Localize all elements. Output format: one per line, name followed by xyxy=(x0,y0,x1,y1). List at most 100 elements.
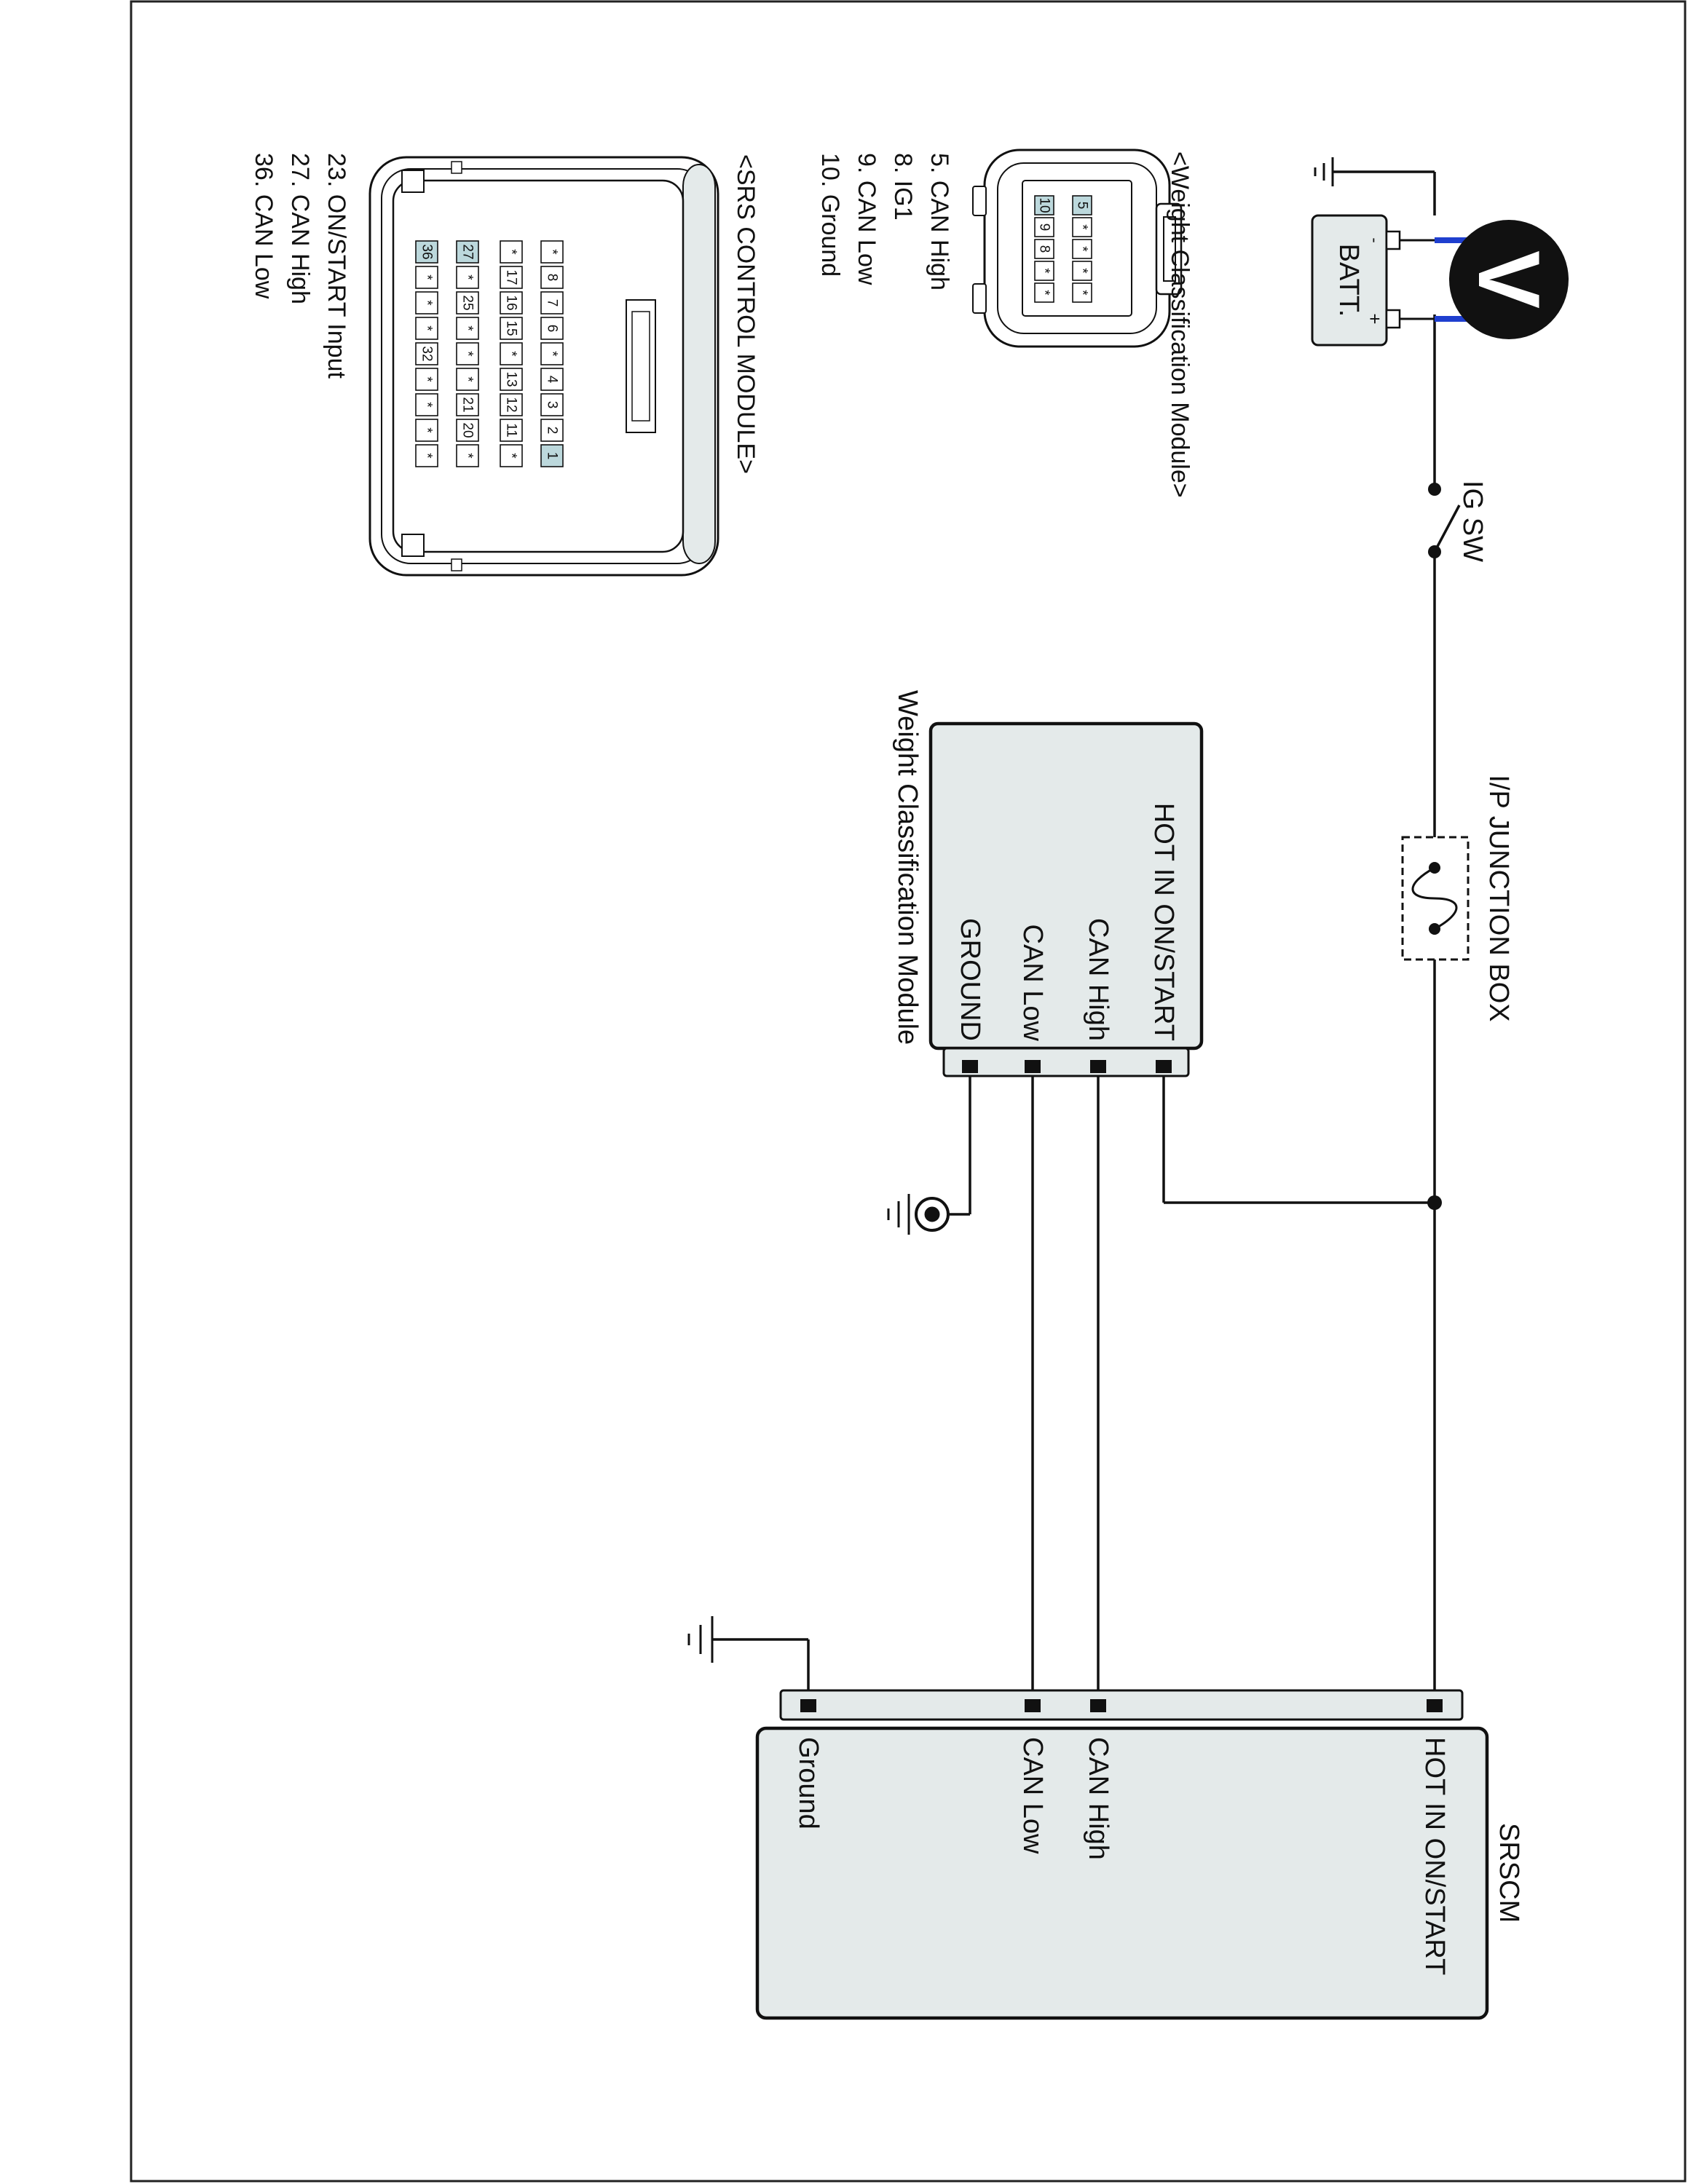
srscm-module: HOT IN ON/START CAN High CAN Low Ground … xyxy=(755,1689,1524,2020)
srs-pin-cell xyxy=(456,266,479,289)
wcm-pinout-10: 10. Ground xyxy=(816,153,844,277)
srs-pin-cell xyxy=(500,291,523,314)
ig-switch-icon: IG SW xyxy=(1428,480,1488,562)
wcm-pin: * xyxy=(1075,290,1090,296)
wcm-pinout-8: 8. IG1 xyxy=(889,153,917,221)
srs-pin: * xyxy=(504,249,519,255)
wcm-pin: * xyxy=(1075,224,1090,230)
srs-pin-cell xyxy=(540,342,564,365)
srs-pin: * xyxy=(460,351,476,357)
srs-pin: * xyxy=(504,351,519,357)
ig-switch-label: IG SW xyxy=(1457,480,1488,562)
srs-pin: * xyxy=(460,376,476,382)
srscm-pin-can-high-label: CAN High xyxy=(1083,1737,1113,1860)
wcm-pin: 10 xyxy=(1037,197,1052,213)
wcm-title: Weight Classification Module xyxy=(892,690,923,1045)
srs-pin-cell xyxy=(500,240,523,264)
srs-pin-cell xyxy=(456,444,479,467)
srs-pin: * xyxy=(419,376,435,382)
wcm-pin: * xyxy=(1037,290,1052,296)
wcm-pin-cell xyxy=(1034,195,1054,215)
srs-pin-cell xyxy=(500,419,523,442)
wcm-connector-grid-row1: 5**** xyxy=(1072,195,1092,303)
wcm-pin: 9 xyxy=(1037,223,1052,232)
battery: - + BATT. xyxy=(1311,214,1435,347)
srs-pin: 8 xyxy=(545,274,560,282)
srs-pin: * xyxy=(419,274,435,280)
srs-pin: * xyxy=(545,249,560,255)
srs-pin-cell xyxy=(500,444,523,467)
srs-pin-cell xyxy=(500,317,523,340)
splice-dot xyxy=(1427,1195,1442,1210)
srs-pin: * xyxy=(419,300,435,306)
srs-pin-cell xyxy=(456,393,479,416)
srs-pin: * xyxy=(545,351,560,357)
weight-classification-module: HOT IN ON/START CAN High CAN Low GROUND … xyxy=(892,690,1204,1077)
srs-pin-cell xyxy=(540,368,564,391)
srs-pin: 11 xyxy=(504,423,519,438)
battery-label: BATT. xyxy=(1333,244,1364,317)
wcm-pinout-9: 9. CAN Low xyxy=(853,153,880,285)
wcm-pin-can-high-label: CAN High xyxy=(1083,918,1113,1041)
wcm-pin-cell xyxy=(1034,239,1054,259)
srs-pin-cell xyxy=(456,368,479,391)
srs-connector-face: *876*4321*171615*131211*27*25***2120*36*… xyxy=(368,156,719,577)
voltmeter-icon: V xyxy=(1435,220,1569,339)
srs-pin-cell xyxy=(500,266,523,289)
srs-pin: 1 xyxy=(545,452,560,460)
srs-pin-cell xyxy=(456,291,479,314)
wcm-pin: * xyxy=(1037,268,1052,274)
srscm-pin-can-low-label: CAN Low xyxy=(1017,1737,1048,1854)
wcm-pin: * xyxy=(1075,268,1090,274)
srs-pin: 20 xyxy=(460,422,476,438)
srs-pin-cell xyxy=(540,291,564,314)
junction-box-label: I/P JUNCTION BOX xyxy=(1483,775,1514,1021)
srs-pin-cell xyxy=(456,342,479,365)
wcm-pin-cell xyxy=(1072,261,1092,281)
wcm-pin-hot-label: HOT IN ON/START xyxy=(1148,803,1179,1041)
wcm-pin-cell xyxy=(1072,195,1092,215)
srs-pin-cell xyxy=(415,393,438,416)
srs-pin: 27 xyxy=(460,244,476,259)
srs-pin: 7 xyxy=(545,299,560,307)
wcm-pin-cell xyxy=(1034,282,1054,303)
srs-pin: * xyxy=(460,274,476,280)
srs-pin: * xyxy=(419,325,435,331)
srs-pin: * xyxy=(460,325,476,331)
srs-pin-cell xyxy=(415,291,438,314)
srs-pin: 16 xyxy=(504,295,519,310)
srs-pin-cell xyxy=(415,342,438,365)
battery-plus-label: + xyxy=(1364,313,1386,324)
wcm-pin-cell xyxy=(1034,261,1054,281)
srs-pin: * xyxy=(460,453,476,459)
srs-pinout-36: 36. CAN Low xyxy=(250,153,277,299)
srs-pin: 21 xyxy=(460,397,476,412)
srs-pin: 25 xyxy=(460,295,476,310)
srs-pin: 2 xyxy=(545,427,560,435)
srs-pin: 12 xyxy=(504,397,519,412)
srs-connector-grid: *876*4321*171615*131211*27*25***2120*36*… xyxy=(415,240,564,467)
srs-pin-cell xyxy=(540,266,564,289)
wcm-pin-cell xyxy=(1072,217,1092,237)
wcm-pin-cell xyxy=(1034,217,1054,237)
srs-pin-cell xyxy=(540,419,564,442)
srs-pin: 17 xyxy=(504,269,519,285)
srs-pin-cell xyxy=(500,368,523,391)
srs-pin-cell xyxy=(415,419,438,442)
srs-connector-title: <SRS CONTROL MODULE> xyxy=(732,154,760,474)
wcm-pin-can-low-label: CAN Low xyxy=(1017,925,1048,1042)
srs-pin: 32 xyxy=(419,346,435,361)
srs-pin: * xyxy=(419,402,435,408)
srs-pin-cell xyxy=(415,266,438,289)
srs-pin: 6 xyxy=(545,325,560,333)
battery-ground-icon xyxy=(1314,157,1334,186)
wcm-pin: 5 xyxy=(1075,202,1090,210)
voltmeter-symbol: V xyxy=(1460,250,1558,309)
srs-pin-cell xyxy=(415,368,438,391)
srs-pin-cell xyxy=(500,342,523,365)
srscm-ground-icon xyxy=(687,1616,714,1663)
srscm-pin-hot-label: HOT IN ON/START xyxy=(1419,1737,1450,1975)
srs-pin-cell xyxy=(540,240,564,264)
